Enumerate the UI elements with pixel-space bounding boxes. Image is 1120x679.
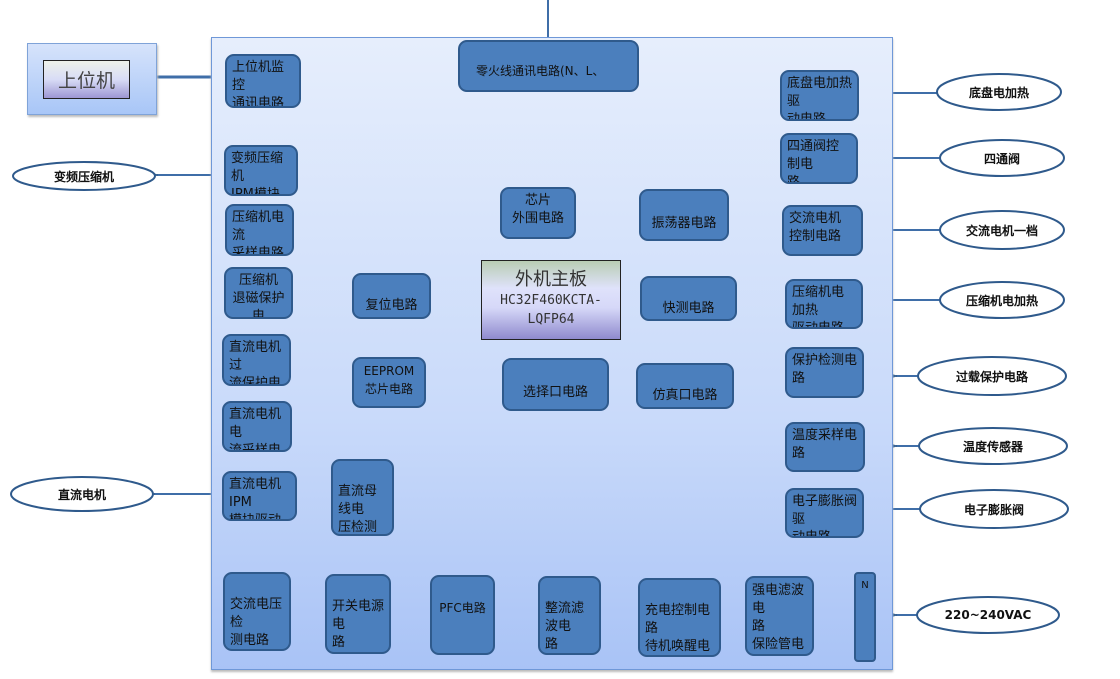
outdoor-main-board: [211, 37, 893, 670]
dc-motor-overcurrent-protection: 直流电机过 流保护电路: [222, 334, 291, 386]
eev-label: 电子膨胀阀: [963, 502, 1024, 517]
dc-motor-ipm-drive: 直流电机IPM 模块驱动电路: [222, 471, 297, 521]
temperature-sensor-label: 温度传感器: [962, 439, 1023, 454]
ellipse-four-way: [939, 139, 1065, 177]
live-neutral-comm-circuit: 零火线通讯电路(N、L、: [458, 40, 639, 92]
select-port-circuit: 选择口电路: [502, 358, 609, 411]
switching-power-supply: 开关电源电 路: [325, 574, 391, 654]
chip-peripheral-circuit: 芯片 外围电路: [500, 187, 576, 239]
chip-title: 外机主板: [515, 269, 587, 290]
ac-motor-control: 交流电机 控制电路: [782, 205, 863, 256]
rectifier-filter: 整流滤波电 路: [538, 576, 601, 655]
ellipse-eev: [919, 489, 1069, 529]
compressor-heater-drive: 压缩机电加热 驱动电路: [785, 279, 863, 329]
mcu-chip: 外机主板 HC32F460KCTA- LQFP64: [481, 260, 621, 340]
host-computer-label: 上位机: [43, 60, 130, 99]
four-way-valve-label: 四通阀: [983, 151, 1020, 166]
emulator-port-circuit: 仿真口电路: [636, 363, 734, 409]
mains-input-label: 220~240VAC: [944, 608, 1032, 622]
chassis-heater-label: 底盘电加热: [968, 85, 1029, 100]
ellipse-temp-sensor: [918, 427, 1068, 465]
reset-circuit: 复位电路: [352, 273, 431, 319]
temperature-sampling: 温度采样电路: [785, 422, 865, 472]
quick-test-circuit: 快测电路: [640, 276, 737, 321]
host-comm-circuit: 上位机监控 通讯电路: [225, 54, 301, 108]
eev-drive: 电子膨胀阀驱 动电路: [785, 488, 864, 538]
pfc-circuit: PFC电路: [430, 575, 495, 655]
ellipse-ac-motor: [939, 210, 1065, 250]
chassis-heater-drive: 底盘电加热驱 动电路: [780, 70, 859, 121]
host-computer: 上位机: [27, 43, 157, 115]
chip-model-line2: LQFP64: [527, 312, 575, 327]
ac-motor-low-label: 交流电机一档: [965, 223, 1038, 238]
overload-protection-label: 过载保护电路: [955, 369, 1028, 384]
compressor-label: 变频压缩机: [53, 169, 114, 184]
emi-filter-fuse: 强电滤波电 路 保险管电路: [745, 576, 814, 656]
ac-voltage-detection: 交流电压检 测电路: [223, 572, 291, 651]
compressor-demag-protection: 压缩机 退磁保护电: [224, 267, 293, 319]
oscillator-circuit: 振荡器电路: [639, 189, 729, 241]
dc-motor-label: 直流电机: [57, 487, 106, 502]
ellipse-comp-heater: [939, 281, 1065, 319]
ellipse-dc-motor: [10, 476, 154, 512]
ellipse-compressor: [12, 161, 156, 191]
eeprom-circuit: EEPROM 芯片电路: [352, 357, 426, 408]
ellipse-chassis-heater: [936, 73, 1062, 111]
compressor-current-sampling: 压缩机电流 采样电路: [225, 204, 294, 256]
ellipse-mains: [916, 596, 1060, 634]
four-way-valve-control: 四通阀控制电 路: [780, 133, 858, 184]
neutral-terminal: N: [854, 572, 876, 662]
ellipse-overload: [917, 356, 1067, 396]
chip-model-line1: HC32F460KCTA-: [500, 293, 602, 308]
compressor-heater-label: 压缩机电加热: [965, 293, 1038, 308]
protection-detection: 保护检测电路: [785, 347, 864, 398]
charge-control-wakeup: 充电控制电路 待机唤醒电路: [638, 578, 721, 657]
